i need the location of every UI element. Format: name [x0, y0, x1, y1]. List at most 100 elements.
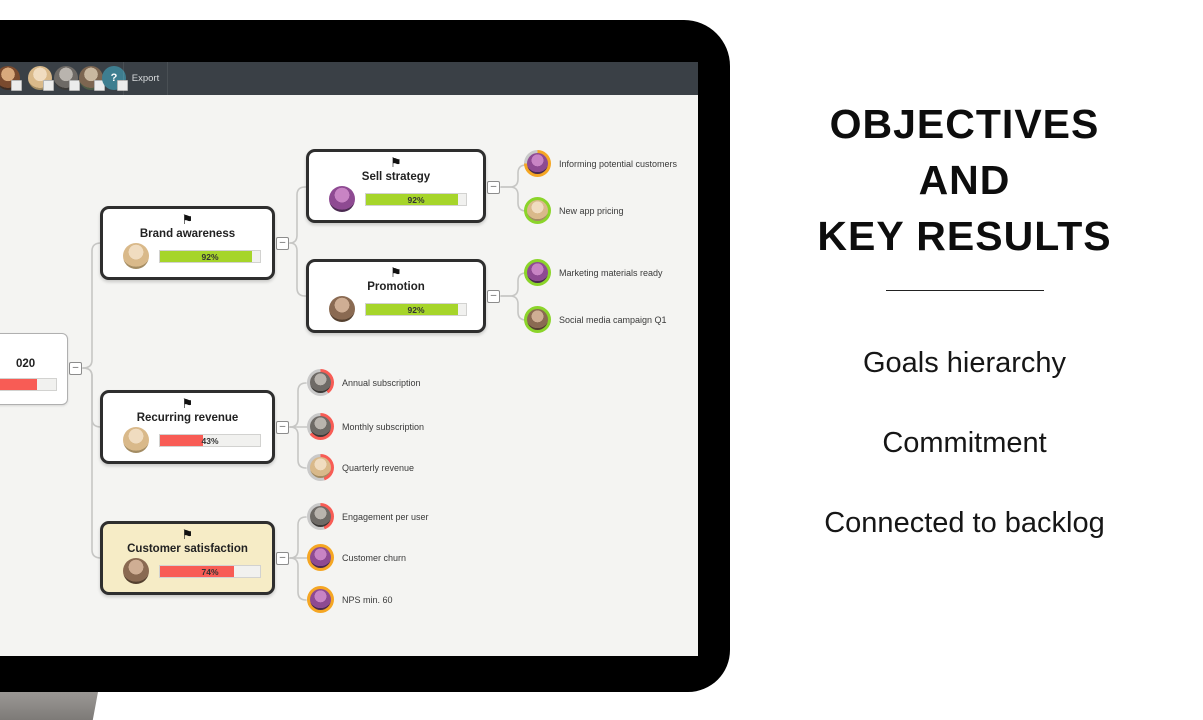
avatar-badge	[117, 80, 128, 91]
progress-bar: 92%	[159, 250, 261, 263]
help-button[interactable]: ?	[102, 66, 128, 91]
user-avatar[interactable]	[54, 66, 80, 91]
panel-bullets: Goals hierarchy Commitment Connected to …	[762, 348, 1167, 538]
kr-label: Social media campaign Q1	[559, 314, 667, 325]
avatar	[310, 506, 331, 527]
objective-node-customer-satisfaction[interactable]: ⚑ Customer satisfaction 74%	[100, 521, 275, 595]
side-panel: OBJECTIVES AND KEY RESULTS Goals hierarc…	[762, 96, 1167, 588]
node-title: 020	[16, 358, 36, 370]
panel-title-line: AND	[918, 157, 1011, 203]
flag-icon: ⚑	[390, 266, 402, 281]
progress-bar: 74%	[159, 565, 261, 578]
kr-progress-ring	[307, 369, 334, 396]
progress-fill	[0, 379, 38, 390]
collapse-button[interactable]: –	[276, 421, 289, 434]
objective-node-brand-awareness[interactable]: ⚑ Brand awareness 92%	[100, 206, 275, 280]
progress-fill	[160, 251, 252, 262]
panel-bullet: Connected to backlog	[824, 507, 1105, 539]
avatar	[527, 309, 548, 330]
node-title: Recurring revenue	[136, 412, 239, 424]
panel-title: OBJECTIVES AND KEY RESULTS	[762, 96, 1167, 264]
avatar	[310, 416, 331, 437]
avatar-badge	[43, 80, 54, 91]
avatar	[123, 243, 149, 269]
kr-progress-ring	[307, 413, 334, 440]
collapse-button[interactable]: –	[69, 362, 82, 375]
progress-fill	[160, 566, 234, 577]
progress-fill	[160, 435, 203, 446]
kr-label: Informing potential customers	[559, 158, 678, 169]
avatar	[329, 186, 355, 212]
question-icon: ?	[110, 72, 118, 84]
kr-label: Quarterly revenue	[342, 462, 415, 473]
node-title: Promotion	[367, 281, 425, 293]
node-title: Sell strategy	[361, 171, 431, 183]
progress-bar: 43%	[159, 434, 261, 447]
panel-bullet: Goals hierarchy	[862, 347, 1067, 379]
user-avatar[interactable]	[79, 66, 105, 91]
avatar	[123, 427, 149, 453]
user-avatar[interactable]	[0, 66, 22, 91]
progress-label: 92%	[201, 252, 219, 262]
kr-progress-ring	[307, 454, 334, 481]
progress-label: 92%	[407, 195, 425, 205]
kr-label: Engagement per user	[342, 511, 429, 522]
flag-icon: ⚑	[181, 213, 194, 228]
progress-bar: 92%	[365, 303, 467, 316]
panel-title-line: OBJECTIVES	[829, 101, 1100, 147]
flag-icon: ⚑	[0, 339, 67, 352]
kr-progress-ring	[524, 150, 551, 177]
toolbar: ? Export	[0, 62, 698, 95]
objective-node-recurring-revenue[interactable]: ⚑ Recurring revenue 43%	[100, 390, 275, 464]
avatar	[329, 296, 355, 322]
avatar	[310, 589, 331, 610]
kr-progress-ring	[307, 503, 334, 530]
kr-label: Marketing materials ready	[559, 267, 663, 278]
collapse-button[interactable]: –	[487, 290, 500, 303]
kr-label: New app pricing	[559, 205, 624, 216]
panel-title-line: KEY RESULTS	[817, 213, 1112, 259]
progress-label	[0, 379, 56, 390]
avatar	[310, 372, 331, 393]
progress-fill	[366, 304, 458, 315]
avatar	[527, 153, 548, 174]
node-title: Brand awareness	[139, 228, 236, 240]
objective-node-promotion[interactable]: ⚑ Promotion 92%	[306, 259, 486, 333]
export-button[interactable]: Export	[123, 62, 168, 95]
avatar-badge	[11, 80, 22, 91]
flag-icon: ⚑	[181, 397, 194, 412]
collapse-button[interactable]: –	[276, 237, 289, 250]
user-avatar[interactable]	[28, 66, 54, 91]
progress-label: 92%	[407, 305, 425, 315]
monitor-stand	[0, 692, 98, 720]
node-title: Customer satisfaction	[127, 543, 248, 555]
avatar	[310, 547, 331, 568]
kr-progress-ring	[307, 586, 334, 613]
root-goal-node[interactable]: ⚑ 020	[0, 333, 68, 405]
avatar-badge	[69, 80, 80, 91]
panel-bullet: Commitment	[882, 427, 1047, 459]
kr-label: Monthly subscription	[342, 421, 425, 432]
flag-icon: ⚑	[390, 156, 402, 171]
flag-icon: ⚑	[181, 528, 194, 543]
progress-label: 43%	[201, 436, 219, 446]
objective-node-sell-strategy[interactable]: ⚑ Sell strategy 92%	[306, 149, 486, 223]
avatar	[310, 457, 331, 478]
app-screen: ? Export	[0, 62, 698, 656]
kr-progress-ring	[524, 306, 551, 333]
progress-fill	[366, 194, 458, 205]
avatar	[527, 262, 548, 283]
kr-progress-ring	[524, 259, 551, 286]
divider	[885, 290, 1044, 291]
progress-bar	[0, 378, 57, 391]
tree-connectors	[82, 164, 527, 601]
collapse-button[interactable]: –	[276, 552, 289, 565]
progress-label: 74%	[201, 567, 219, 577]
kr-label: Customer churn	[342, 552, 407, 563]
avatar	[527, 200, 548, 221]
collapse-button[interactable]: –	[487, 181, 500, 194]
kr-progress-ring	[524, 197, 551, 224]
kr-label: Annual subscription	[342, 377, 421, 388]
avatar	[123, 558, 149, 584]
